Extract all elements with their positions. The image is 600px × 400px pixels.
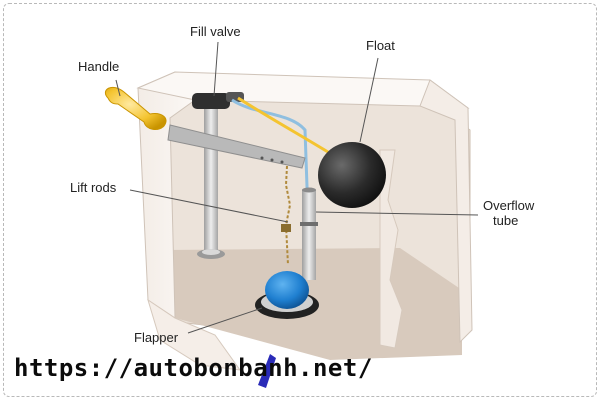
float-arm <box>237 96 329 154</box>
float-ball <box>318 142 386 208</box>
tank-right-wall <box>419 79 473 344</box>
label-flapper: Flapper <box>134 330 179 345</box>
label-float: Float <box>366 38 395 53</box>
watermark-url: https://autobonbanh.net/ <box>14 354 373 382</box>
lift-chain <box>284 165 292 266</box>
refill-line <box>231 98 310 216</box>
fill-valve-pipe <box>204 108 218 254</box>
label-handle: Handle <box>78 59 120 74</box>
fill-valve-cap <box>192 93 230 109</box>
label-overflow-line2: tube <box>493 213 519 228</box>
label-lift-rods: Lift rods <box>70 180 117 195</box>
label-overflow-line1: Overflow <box>483 198 535 213</box>
tank-left-cut <box>147 298 242 371</box>
decorative-mark <box>258 354 276 388</box>
tank-front-cut <box>379 149 403 349</box>
flapper <box>265 271 309 309</box>
overflow-tube <box>302 190 316 280</box>
dashed-border <box>3 3 597 397</box>
leader-lines <box>115 41 479 334</box>
label-fill-valve: Fill valve <box>190 24 241 39</box>
trip-lever <box>167 124 306 169</box>
handle <box>104 86 167 130</box>
